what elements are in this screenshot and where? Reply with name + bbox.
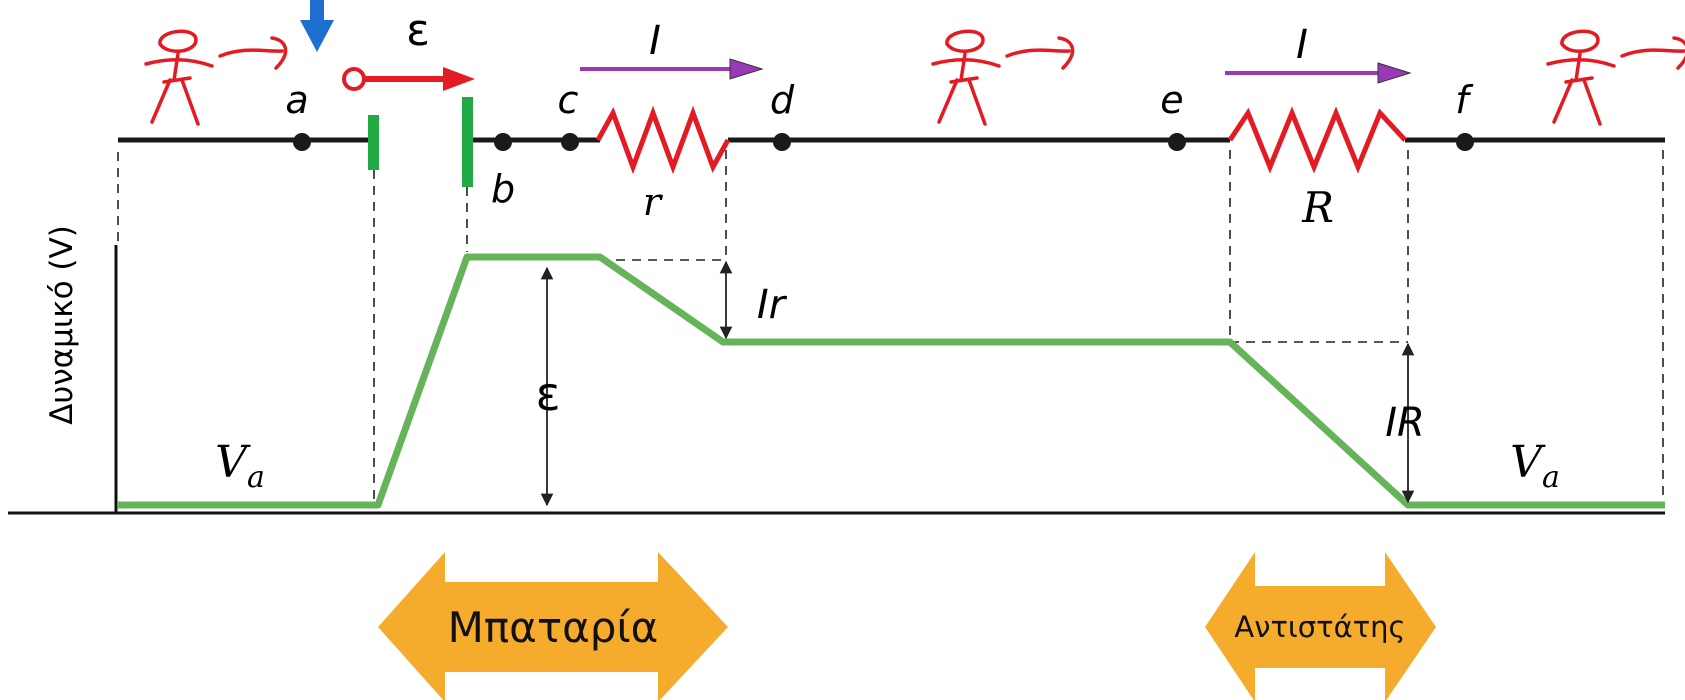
walk-direction-arrow (218, 36, 288, 70)
node-f-label: f (1455, 78, 1474, 122)
node-d-dot (773, 133, 791, 151)
end-potential-label: Va (1510, 437, 1560, 495)
load-drop-label: IR (1385, 400, 1425, 446)
walk-direction-arrow (1620, 36, 1685, 70)
down-arrow-icon (300, 0, 334, 52)
node-e-label: e (1160, 78, 1183, 122)
stick-figure-walking-icon (931, 29, 1001, 126)
internal-resistor-zigzag (595, 105, 731, 175)
battery-region-label: Μπαταρία (448, 603, 659, 652)
node-b-label: b (491, 167, 515, 211)
internal-drop-label: Ir (757, 282, 788, 328)
y-axis-label: Δυναμικό (V) (44, 225, 80, 425)
current-label-1: I (649, 18, 661, 64)
load-resistor-zigzag (1227, 106, 1407, 174)
battery-plate-negative (368, 115, 379, 170)
node-a-label: a (285, 78, 308, 122)
node-c-label: c (558, 78, 579, 122)
current-arrow-2-head (1377, 62, 1412, 84)
current-arrow-1-head (729, 58, 764, 80)
emf-rise-label: ε (536, 367, 561, 421)
emf-arrow-head (443, 67, 475, 91)
node-c-dot (561, 133, 579, 151)
resistor-region-label: Αντιστάτης (1234, 610, 1405, 644)
resistor-region-arrow (1205, 552, 1436, 700)
internal-resistor-label: r (643, 180, 664, 224)
node-d-label: d (770, 78, 795, 122)
node-e-dot (1168, 133, 1186, 151)
node-f-dot (1456, 133, 1474, 151)
load-resistor-label: R (1301, 183, 1334, 232)
battery-region-arrow (378, 552, 728, 700)
node-a-dot (293, 133, 311, 151)
current-label-2: I (1296, 22, 1308, 68)
battery-plate-positive (462, 97, 473, 187)
start-potential-label: Va (215, 437, 265, 495)
emf-arrow-tail-circle (342, 67, 366, 91)
projection-guides (117, 150, 1664, 502)
stick-figure-walking-icon (144, 29, 214, 126)
walk-direction-arrow (1005, 36, 1075, 70)
stick-figure-walking-icon (1546, 29, 1616, 126)
potential-curve (118, 253, 1665, 509)
emf-label: ε (406, 5, 430, 56)
node-b-dot (494, 133, 512, 151)
